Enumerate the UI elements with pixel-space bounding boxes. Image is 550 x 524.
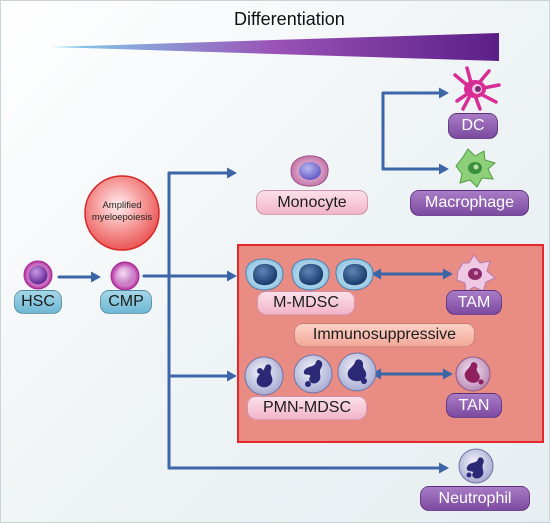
tan-cell-icon bbox=[455, 356, 491, 392]
tam-label: TAM bbox=[446, 290, 502, 315]
lineage-arrows bbox=[57, 91, 445, 470]
immunosuppressive-label: Immunosuppressive bbox=[294, 323, 475, 347]
arrowheads bbox=[91, 87, 453, 474]
hsc-label: HSC bbox=[14, 290, 62, 314]
monocyte-label: Monocyte bbox=[256, 190, 368, 215]
amplified-line-1: Amplified bbox=[102, 200, 142, 211]
monocyte-cell-icon bbox=[290, 155, 329, 187]
stem-cell-icon bbox=[23, 260, 53, 290]
amplified-line-2: myeloepoiesis bbox=[91, 212, 153, 223]
amplified-myeloepoiesis-bubble bbox=[84, 175, 160, 251]
dc-label: DC bbox=[448, 113, 498, 139]
cmp-label: CMP bbox=[100, 290, 152, 314]
differentiation-title: Differentiation bbox=[234, 9, 345, 29]
macrophage-label: Macrophage bbox=[410, 190, 529, 216]
tan-label: TAN bbox=[446, 393, 502, 418]
neutrophil-label: Neutrophil bbox=[420, 486, 530, 511]
pmn-mdsc-cell-icon bbox=[244, 352, 377, 396]
m-mdsc-cell-icon bbox=[245, 258, 374, 291]
pmn-mdsc-label: PMN-MDSC bbox=[247, 396, 367, 420]
m-mdsc-label: M-MDSC bbox=[257, 291, 355, 315]
amplified-myeloepoiesis-label: Amplified myeloepoiesis bbox=[84, 200, 160, 224]
tam-cell-icon bbox=[456, 254, 496, 293]
macrophage-cell-icon bbox=[455, 148, 497, 188]
neutrophil-cell-icon bbox=[458, 448, 494, 484]
differentiation-gradient bbox=[51, 33, 499, 61]
dendritic-cell-icon bbox=[453, 66, 501, 111]
progenitor-cell-icon bbox=[110, 261, 140, 291]
